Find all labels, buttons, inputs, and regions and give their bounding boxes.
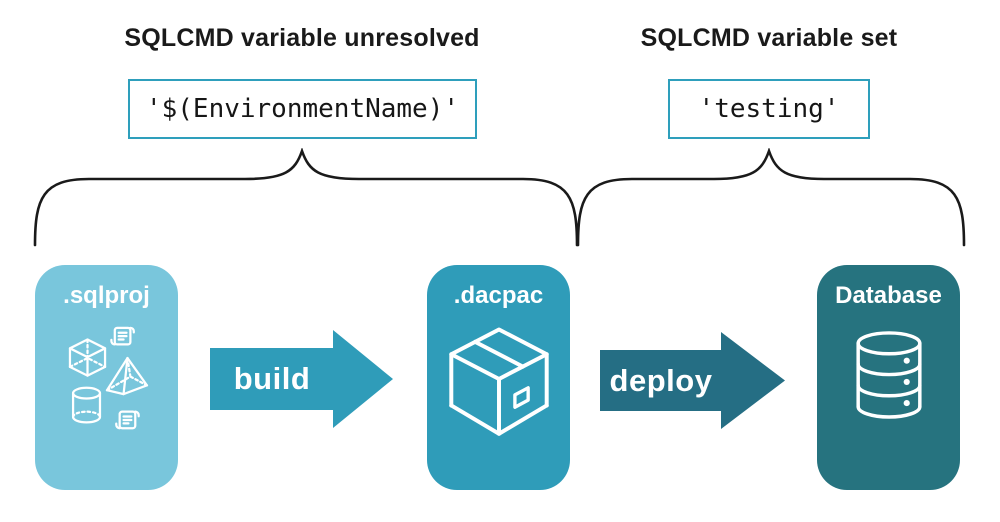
left-code-text: '$(EnvironmentName)'	[145, 94, 460, 124]
sqlproj-label: .sqlproj	[63, 282, 150, 309]
sql-project-objects-icon	[68, 326, 148, 430]
database-card: Database	[817, 265, 960, 490]
sqlproj-card: .sqlproj	[35, 265, 178, 490]
build-arrow-label: build	[233, 361, 311, 396]
left-scope-heading: SQLCMD variable unresolved	[124, 24, 480, 52]
package-box-icon	[448, 327, 549, 436]
left-scope-brace	[33, 148, 579, 247]
left-code-box: '$(EnvironmentName)'	[128, 79, 477, 139]
dacpac-label: .dacpac	[453, 282, 544, 309]
deploy-arrow	[600, 332, 785, 429]
right-scope-brace	[576, 148, 966, 247]
build-arrow	[210, 330, 393, 428]
deploy-arrow-label: deploy	[609, 362, 713, 398]
right-scope-heading: SQLCMD variable set	[640, 24, 898, 52]
right-code-text: 'testing'	[698, 94, 840, 124]
database-cylinder-icon	[855, 331, 922, 419]
dacpac-card: .dacpac	[427, 265, 570, 490]
database-label: Database	[835, 282, 942, 309]
right-code-box: 'testing'	[668, 79, 870, 139]
